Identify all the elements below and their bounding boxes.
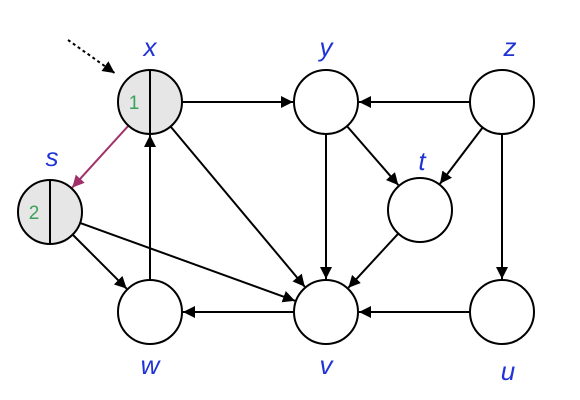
node-u [469,279,535,345]
nodes-layer: 12 [17,69,535,345]
node-s-label: s [46,142,59,172]
labels-layer: x y z s t w v u [46,32,517,386]
node-v-circle [293,279,359,345]
node-z [469,69,535,135]
node-z-circle [469,69,535,135]
edge-z-to-t [439,126,484,185]
node-z-label: z [503,32,517,62]
edge-s-to-v [79,221,296,303]
start-pointer-arrow [67,39,116,74]
edge-s-to-w [71,233,128,290]
node-t-circle [387,177,453,243]
node-v [293,279,359,345]
edge-x-to-s [71,125,130,189]
edges-layer [67,39,508,318]
node-y-label: y [318,32,335,62]
edge-x-to-v [169,125,306,288]
node-u-circle [469,279,535,345]
node-t-label: t [418,146,427,176]
node-w-circle [117,279,183,345]
node-t [387,177,453,243]
node-s: 2 [17,179,83,245]
node-x-order-number: 1 [129,93,140,114]
node-v-label: v [320,350,335,380]
node-x: 1 [117,69,183,135]
node-w-label: w [141,350,162,380]
node-u-label: u [501,356,515,386]
node-s-order-number: 2 [29,203,40,224]
node-y-circle [293,69,359,135]
node-y [293,69,359,135]
node-w [117,279,183,345]
edge-y-to-t [346,125,400,186]
edge-t-to-v [347,232,400,289]
node-x-label: x [142,32,158,62]
